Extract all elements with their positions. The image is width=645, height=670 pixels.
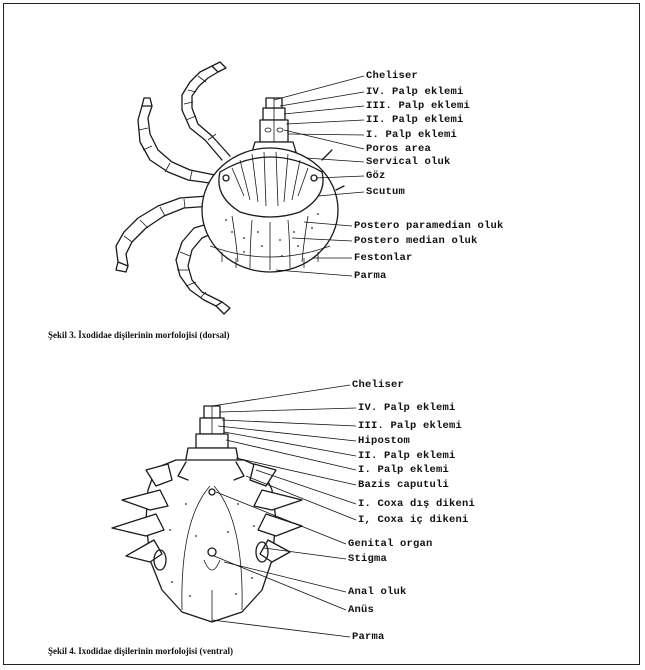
ventral-tick-illustration	[112, 406, 302, 622]
label-iv-palp-eklemi-ventral: IV. Palp eklemi	[358, 402, 456, 414]
label-iii-palp-eklemi-ventral: III. Palp eklemi	[358, 420, 462, 432]
label-parma-ventral: Parma	[352, 631, 385, 643]
label-bazis-caputuli: Bazis caputuli	[358, 479, 449, 491]
ventral-body	[146, 460, 276, 622]
label-scutum: Scutum	[366, 186, 405, 198]
label-festonlar: Festonlar	[354, 252, 413, 264]
label-servical-oluk: Servical oluk	[366, 156, 451, 168]
genital-pore	[209, 489, 215, 495]
label-i-palp-eklemi-ventral: I. Palp eklemi	[358, 464, 449, 476]
anus	[208, 548, 216, 556]
label-i-coxa-ic-dikeni: I, Coxa iç dikeni	[358, 514, 469, 526]
dorsal-eye-left	[223, 175, 229, 181]
label-cheliser-dorsal: Cheliser	[366, 70, 418, 82]
label-i-coxa-dis-dikeni: I. Coxa dış dikeni	[358, 498, 475, 510]
label-iii-palp-eklemi-dorsal: III. Palp eklemi	[366, 100, 470, 112]
label-postero-median-oluk: Postero median oluk	[354, 235, 478, 247]
label-anal-oluk: Anal oluk	[348, 586, 407, 598]
label-genital-organ: Genital organ	[348, 538, 433, 550]
dorsal-right-leg-stub	[322, 150, 332, 160]
label-postero-paramedian-oluk: Postero paramedian oluk	[354, 220, 504, 232]
label-anus: Anüs	[348, 604, 374, 616]
label-poros-area: Poros area	[366, 143, 431, 155]
label-parma-dorsal: Parma	[354, 270, 387, 282]
label-cheliser-ventral: Cheliser	[352, 379, 404, 391]
label-goz: Göz	[366, 170, 386, 182]
figure4-caption: Şekil 4. Ixodidae dişilerinin morfolojis…	[48, 646, 233, 656]
label-iv-palp-eklemi-dorsal: IV. Palp eklemi	[366, 86, 464, 98]
dorsal-capitulum	[252, 98, 296, 152]
figure3-caption: Şekil 3. İxodidae dişilerinin morfolojis…	[48, 330, 230, 340]
label-stigma: Stigma	[348, 553, 387, 565]
dorsal-tick-illustration	[116, 62, 344, 314]
label-i-palp-eklemi-dorsal: I. Palp eklemi	[366, 129, 457, 141]
label-ii-palp-eklemi-ventral: II. Palp eklemi	[358, 450, 456, 462]
label-ii-palp-eklemi-dorsal: II. Palp eklemi	[366, 114, 464, 126]
label-hipostom: Hipostom	[358, 435, 410, 447]
